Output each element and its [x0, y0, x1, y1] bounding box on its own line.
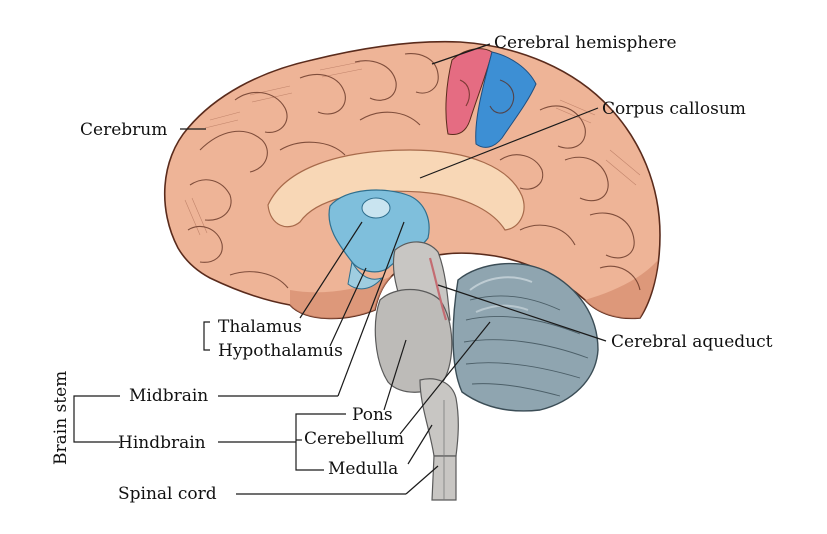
leader-corpus-callosum	[419, 107, 599, 179]
leader-cerebral-hemisphere	[431, 43, 491, 65]
temporal-shadow	[585, 260, 658, 319]
hypothalamus	[347, 260, 384, 290]
label-medulla: Medulla	[328, 459, 398, 479]
label-thalamus: Thalamus	[218, 317, 302, 337]
blue-gyrus	[475, 51, 537, 148]
label-cerebrum: Cerebrum	[80, 120, 167, 140]
label-hindbrain: Hindbrain	[118, 433, 206, 453]
label-midbrain: Midbrain	[129, 386, 208, 406]
cerebellum	[452, 262, 599, 412]
leader-hypothalamus	[329, 267, 367, 347]
label-brain-stem: Brain stem	[51, 371, 71, 465]
leader-lines	[73, 43, 607, 495]
label-cerebral-hemisphere: Cerebral hemisphere	[494, 33, 677, 53]
cortex-texture	[184, 61, 641, 236]
label-cerebellum: Cerebellum	[304, 429, 404, 449]
leader-cerebellum	[399, 321, 491, 435]
label-cerebral-aqueduct: Cerebral aqueduct	[611, 332, 773, 352]
leader-pons	[383, 339, 407, 411]
corpus-callosum	[267, 149, 525, 231]
gyri	[187, 53, 641, 291]
bracket-brain-stem	[73, 395, 120, 443]
cerebral-hemisphere-strip	[445, 48, 537, 148]
label-hypothalamus: Hypothalamus	[218, 341, 343, 361]
leader-thalamus	[299, 221, 363, 319]
thalamus	[361, 197, 391, 219]
label-corpus-callosum: Corpus callosum	[602, 99, 746, 119]
leader-spinal-cord-diag	[405, 465, 439, 495]
pons-shape	[374, 289, 453, 393]
bracket-thalamus	[203, 321, 210, 351]
label-pons: Pons	[352, 405, 393, 425]
labels: Cerebral hemisphere Corpus callosum Cere…	[51, 33, 773, 504]
leader-medulla	[407, 424, 433, 465]
medulla-shape	[419, 378, 459, 457]
leader-cerebral-aqueduct	[437, 284, 607, 342]
label-spinal-cord: Spinal cord	[118, 484, 217, 504]
cerebellum-shape	[452, 262, 599, 412]
cerebral-aqueduct-canal	[428, 257, 448, 321]
brainstem	[374, 241, 459, 501]
leader-midbrain-diag	[337, 221, 405, 397]
